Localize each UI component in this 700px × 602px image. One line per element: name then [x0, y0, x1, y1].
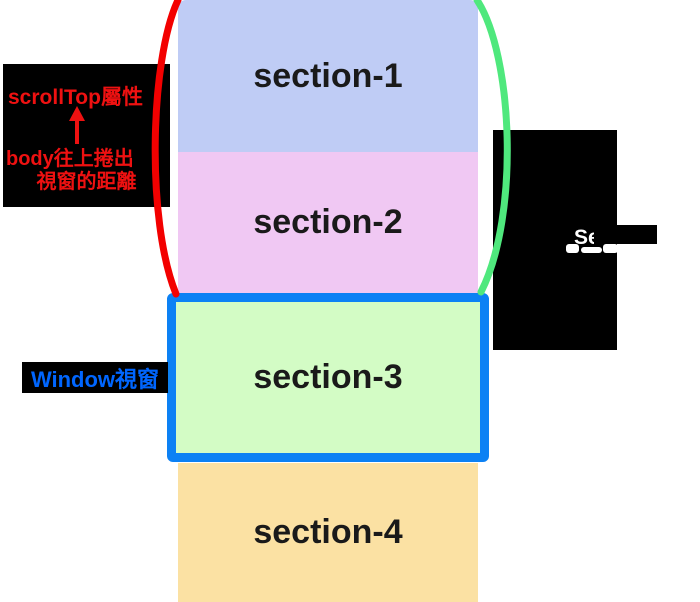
text-remnant-smudge [603, 244, 618, 253]
up-arrow-icon [69, 106, 85, 144]
section-3-label: section-3 [253, 358, 403, 396]
window-viewport-label: Window視窗 [22, 362, 168, 393]
section-4-label: section-4 [253, 513, 403, 551]
section-1-block: section-1 [178, 0, 478, 152]
section-2-label: section-2 [253, 203, 403, 241]
scrolltop-attribute-label: scrollTop屬性 [8, 86, 143, 109]
window-viewport-box: section-3 [167, 293, 489, 462]
section-1-label: section-1 [253, 56, 403, 95]
window-viewport-label-text: Window視窗 [30, 366, 160, 392]
section-4-block: section-4 [178, 463, 478, 602]
right-annotation-text: Se [574, 226, 600, 249]
text-remnant-smudge [566, 244, 579, 253]
redaction-bar [594, 225, 657, 244]
scrolltop-annotation-box: scrollTop屬性 body往上捲出 視窗的距離 [3, 64, 170, 207]
scrolltop-desc-line1: body往上捲出 [6, 148, 134, 170]
scrolltop-desc-line2: 視窗的距離 [36, 171, 137, 193]
text-remnant-smudge [581, 247, 602, 253]
section-2-block: section-2 [178, 152, 478, 293]
